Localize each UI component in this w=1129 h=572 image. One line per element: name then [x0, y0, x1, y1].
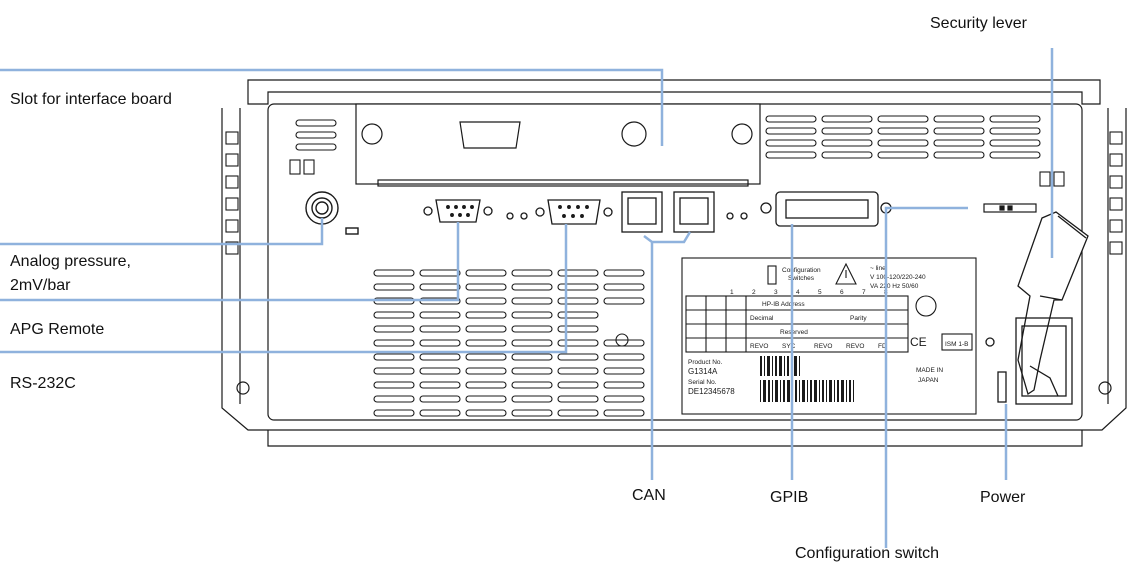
nameplate-header-cell: 7: [862, 289, 866, 296]
power-socket: [985, 317, 1073, 405]
nameplate-header-cell: 2: [752, 289, 756, 296]
label-configuration-switch: Configuration switch: [795, 545, 940, 562]
rs232c-connector: [506, 199, 613, 225]
security-lever: [1017, 211, 1089, 396]
decimal-label: Decimal: [750, 315, 774, 322]
label-analog-pressure-2: 2mV/bar: [10, 277, 71, 294]
interface-board-slot: [355, 103, 761, 187]
leader-can: [643, 231, 692, 480]
leader-analog-pressure: [0, 218, 324, 246]
module-chassis: [221, 79, 1127, 447]
hpib-row-label: HP-IB Address: [762, 301, 805, 308]
nameplate-barcodes: [760, 356, 854, 402]
nameplate-text: Configuration Switches ~ line V 100-120/…: [688, 265, 968, 396]
lower-vents: [373, 269, 645, 417]
leader-rs232c: [0, 224, 568, 354]
voltage-line-3: VA 220 Hz 50/60: [870, 283, 919, 290]
product-no: G1314A: [688, 367, 718, 376]
voltage-line-2: V 100-120/220-240: [870, 274, 926, 281]
label-apg-remote: APG Remote: [10, 321, 105, 338]
nameplate-last-row-cell: REVO: [814, 343, 832, 350]
upper-left-vents: [289, 119, 337, 175]
serial-no: DE12345678: [688, 387, 735, 396]
nameplate-header-cell: 4: [796, 289, 800, 296]
leader-lines: [0, 48, 1054, 548]
label-rs232c: RS-232C: [10, 375, 76, 392]
label-analog-pressure-1: Analog pressure,: [10, 253, 131, 270]
leader-interface-slot: [0, 68, 664, 146]
ce-mark: CE: [910, 335, 927, 349]
product-no-label: Product No.: [688, 359, 723, 366]
analog-pressure-connector: [305, 191, 359, 235]
switch-title-1: Configuration: [782, 267, 821, 274]
nameplate-header-cell: 5: [818, 289, 822, 296]
nameplate-last-row-cell: SYC: [782, 343, 796, 350]
made-in-line-2: JAPAN: [918, 377, 939, 384]
switch-title-2: Switches: [788, 275, 815, 282]
serial-no-label: Serial No.: [688, 379, 717, 386]
side-vents: [225, 131, 1123, 255]
label-security-lever: Security lever: [930, 15, 1027, 32]
label-slot-interface-board: Slot for interface board: [10, 91, 172, 108]
voltage-line-1: ~ line: [870, 265, 886, 272]
parity-label: Parity: [850, 315, 867, 322]
can-connectors: [621, 191, 748, 233]
nameplate-header-cell: 6: [840, 289, 844, 296]
reserved-label: Reserved: [780, 329, 808, 336]
nameplate-last-row-cell: REVO: [846, 343, 864, 350]
nameplate-header-cell: 1: [730, 289, 734, 296]
label-power: Power: [980, 489, 1026, 506]
made-in-line-1: MADE IN: [916, 367, 943, 374]
label-gpib: GPIB: [770, 489, 809, 506]
leader-apg-remote: [0, 222, 460, 302]
nameplate-last-row-cell: FD: [878, 343, 887, 350]
upper-right-vents: [765, 115, 1065, 187]
configuration-switch-block: [983, 203, 1037, 213]
apg-remote-connector: [423, 199, 493, 223]
nameplate-last-row-cell: REVO: [750, 343, 768, 350]
leader-config-switch: [884, 206, 968, 548]
label-can: CAN: [632, 487, 666, 504]
nameplate-header-cell: 3: [774, 289, 778, 296]
cert-label: ISM 1-B: [945, 341, 968, 348]
gpib-connector: [760, 191, 892, 227]
